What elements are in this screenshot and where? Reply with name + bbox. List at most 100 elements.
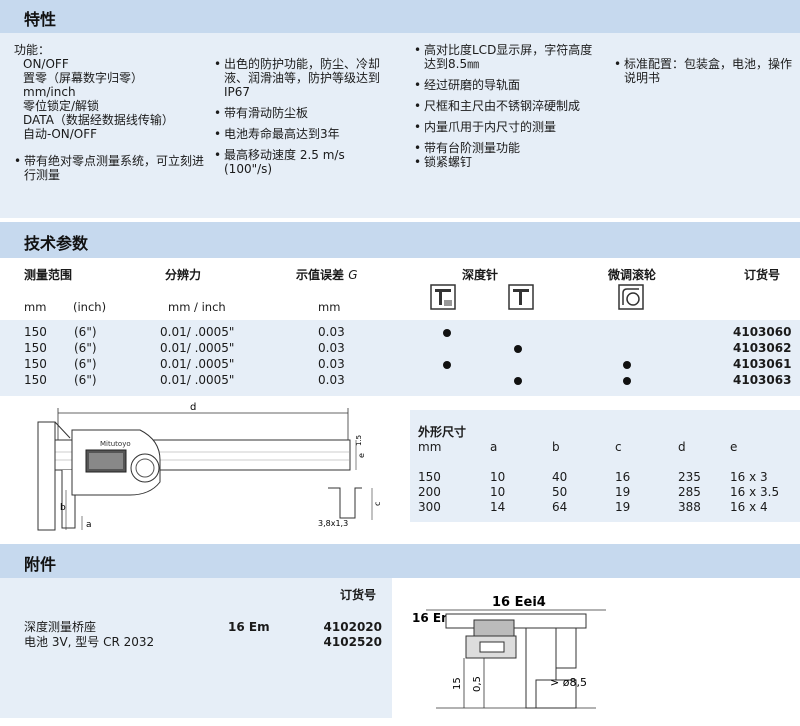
features-panel [0,33,800,218]
acc-name: 深度测量桥座 [24,620,97,634]
row-mm: 150 [24,373,47,387]
tech-header: 技术参数 [0,222,800,258]
accessory-drawing: 16 Eei4 16 Em 15 0,5 > ø8,5 [412,595,606,709]
row-mm: 150 [24,341,47,355]
feature-bullet: •出色的防护功能，防尘、冷却液、润滑油等，防护等级达到IP67 [214,57,381,99]
feature-bullet: •带有绝对零点测量系统，可立刻进行测量 [14,154,205,182]
tech-rows-bg [0,320,800,396]
dim-cell: 150 [418,470,441,484]
row-inch: (6") [74,341,97,355]
col-head-error: 示值误差 G [296,268,358,282]
row-order: 4103060 [733,325,792,339]
depth-flat-dot [514,345,522,353]
dim-e-label: e [357,453,366,458]
dim-a-label: a [86,520,92,530]
dim-15-label: 1.5 [355,435,363,446]
tech-title: 技术参数 [24,234,89,253]
unit-err: mm [318,300,341,314]
dim-cell: 388 [678,500,701,514]
dim-cell: 19 [615,500,631,514]
fine-roller-dot [623,361,631,369]
features-col-4: •标准配置：包装盒，电池，操作说明书 [614,57,794,92]
caliper-drawing-area: d Mitutoyo b a e 1.5 c 3,8x1,3 [0,400,406,535]
fine-roller-dot [623,377,631,385]
dimensions-panel [410,410,800,522]
features-col-1: 功能： ON/OFF 置零（屏幕数字归零） mm/inch 零位锁定/解锁 DA… [14,43,204,189]
accessories-panel [0,578,392,718]
acc-draw-title: 16 Eei4 [492,595,546,610]
dim-cell: 10 [490,470,506,484]
acc-order: 4102520 [323,635,382,649]
col-head-depth: 深度针 [462,268,499,282]
dim-header: a [490,440,498,454]
depth-flat-dot [514,377,522,385]
dim-cell: 16 [615,470,631,484]
dim-d-label: d [190,402,196,413]
row-order: 4103063 [733,373,792,387]
acc-order: 4102020 [323,620,382,634]
caliper-drawing: d Mitutoyo b a e 1.5 c 3,8x1,3 [37,402,382,531]
acc-orders: 4102020 4102520 [320,620,382,650]
unit-mm: mm [24,300,47,314]
dim-cell: 14 [490,500,506,514]
feature-bullet: •尺框和主尺由不锈钢淬硬制成 [414,99,581,113]
feature-bullet: •标准配置：包装盒，电池，操作说明书 [614,57,793,85]
dim-header: b [552,440,560,454]
row-err: 0.03 [318,341,345,355]
acc-dim-05: 0,5 [472,676,483,692]
depth-round-dot [443,361,451,369]
dim-cell: 285 [678,485,701,499]
dim-cell: 235 [678,470,701,484]
unit-inch: (inch) [73,300,107,314]
acc-dim-15: 15 [452,677,463,690]
row-res: 0.01/ .0005" [160,373,235,387]
depth-round-icon [430,284,456,310]
row-res: 0.01/ .0005" [160,357,235,371]
col-head-order: 订货号 [744,268,781,282]
dim-c-label: c [373,502,382,506]
dim-38-label: 3,8x1,3 [318,519,348,528]
col-head-resolution: 分辨力 [165,268,202,282]
acc-draw-label: 16 Em [412,611,454,625]
dim-cell: 40 [552,470,568,484]
depth-round-dot [443,329,451,337]
svg-text:Mitutoyo: Mitutoyo [100,440,131,448]
accessories-header: 附件 [0,544,800,578]
dim-cell: 16 x 3.5 [730,485,780,499]
row-res: 0.01/ .0005" [160,325,235,339]
feature-func-item: ON/OFF [23,57,69,71]
feature-func-item: 自动-ON/OFF [23,127,98,141]
row-inch: (6") [74,373,97,387]
row-inch: (6") [74,357,97,371]
row-res: 0.01/ .0005" [160,341,235,355]
row-inch: (6") [74,325,97,339]
feature-func-item: mm/inch [23,85,76,99]
feature-func-item: DATA（数据经数据线传输） [23,113,174,127]
features-col-2: •出色的防护功能，防尘、冷却液、润滑油等，防护等级达到IP67 •带有滑动防尘板… [214,57,394,183]
acc-name: 电池 3V, 型号 CR 2032 [24,635,155,649]
row-order: 4103061 [733,357,792,371]
col-head-range: 测量范围 [24,268,73,282]
feature-bullet: •经过研磨的导轨面 [414,78,521,92]
feature-bullet: •高对比度LCD显示屏，字符高度达到8.5㎜ [414,43,593,71]
dim-cell: 16 x 4 [730,500,768,514]
dimensions-title: 外形尺寸 [418,425,467,439]
dim-cell: 19 [615,485,631,499]
row-err: 0.03 [318,325,345,339]
dim-cell: 50 [552,485,568,499]
feature-bullet: •最高移动速度 2.5 m/s (100"/s) [214,148,345,176]
accessories-title: 附件 [24,555,57,574]
feature-bullet: •锁紧螺钉 [414,155,473,169]
dim-header: d [678,440,686,454]
feature-bullet: •电池寿命最高达到3年 [214,127,340,141]
tech-row: 150 (6") 0.01/ .0005" 0.03 4103063 [0,373,800,389]
row-err: 0.03 [318,373,345,387]
dim-cell: 200 [418,485,441,499]
row-mm: 150 [24,357,47,371]
dim-cell: 16 x 3 [730,470,768,484]
feature-bullet: •内量爪用于内尺寸的测量 [414,120,557,134]
feature-bullet: •带有滑动防尘板 [214,106,309,120]
